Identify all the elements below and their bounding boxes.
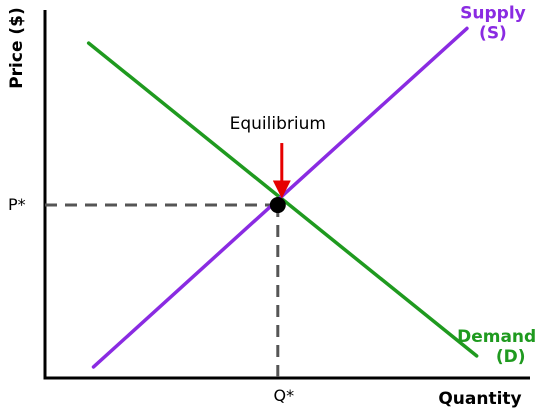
demand-label: Demand	[457, 327, 536, 347]
price-tick-label: P*	[8, 195, 26, 214]
quantity-tick-label: Q*	[274, 386, 295, 405]
equilibrium-label: Equilibrium	[230, 114, 326, 134]
equilibrium-guides	[45, 203, 280, 378]
x-axis-label: Quantity	[438, 389, 521, 409]
equilibrium-point	[269, 197, 286, 214]
axes	[43, 10, 530, 380]
y-axis-label: Price ($)	[7, 7, 27, 89]
supply-symbol-label: (S)	[479, 23, 507, 43]
supply-label: Supply	[460, 3, 526, 23]
demand-symbol-label: (D)	[496, 347, 526, 367]
